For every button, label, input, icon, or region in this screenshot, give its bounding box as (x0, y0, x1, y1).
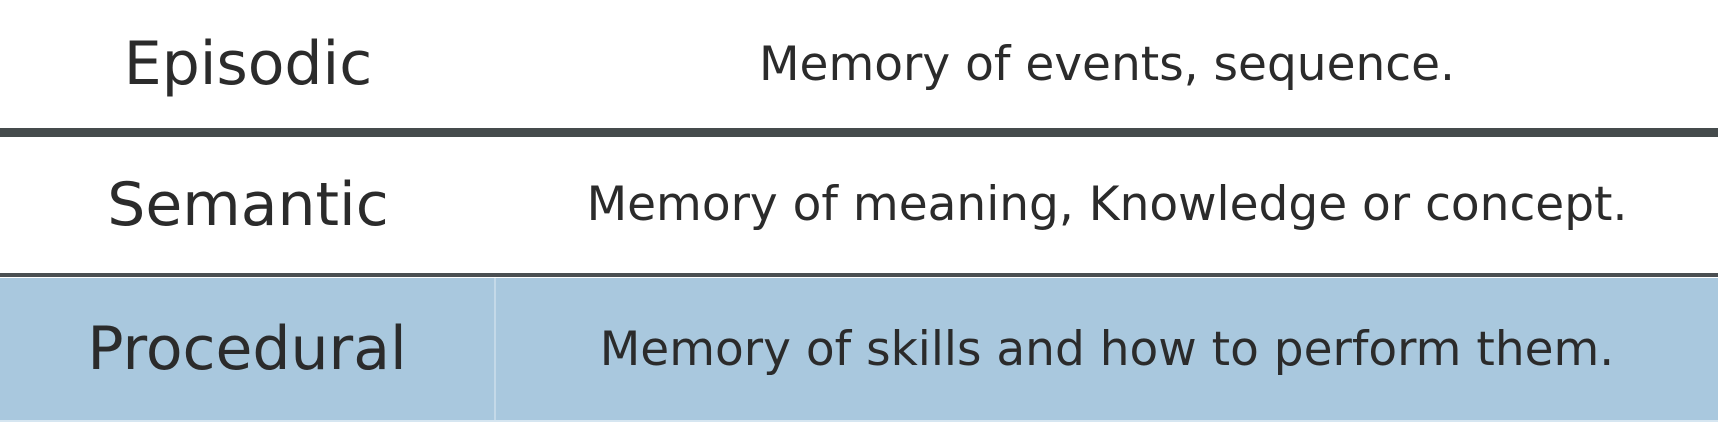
memory-types-table: Episodic Memory of events, sequence. Sem… (0, 0, 1718, 422)
term-cell: Episodic (123, 29, 373, 99)
table-row: Episodic Memory of events, sequence. (0, 0, 1718, 128)
table-row: Semantic Memory of meaning, Knowledge or… (0, 136, 1718, 273)
term-cell: Procedural (0, 278, 496, 420)
term-cell: Semantic (107, 169, 389, 240)
table-bottom-edge (0, 420, 1718, 422)
row-divider-thick (0, 128, 1718, 137)
definition-cell: Memory of events, sequence. (759, 36, 1455, 92)
row-divider (0, 273, 1718, 277)
table-row-highlighted: Procedural Memory of skills and how to p… (0, 278, 1718, 420)
definition-cell: Memory of skills and how to perform them… (599, 321, 1615, 377)
definition-cell: Memory of meaning, Knowledge or concept. (586, 177, 1628, 232)
